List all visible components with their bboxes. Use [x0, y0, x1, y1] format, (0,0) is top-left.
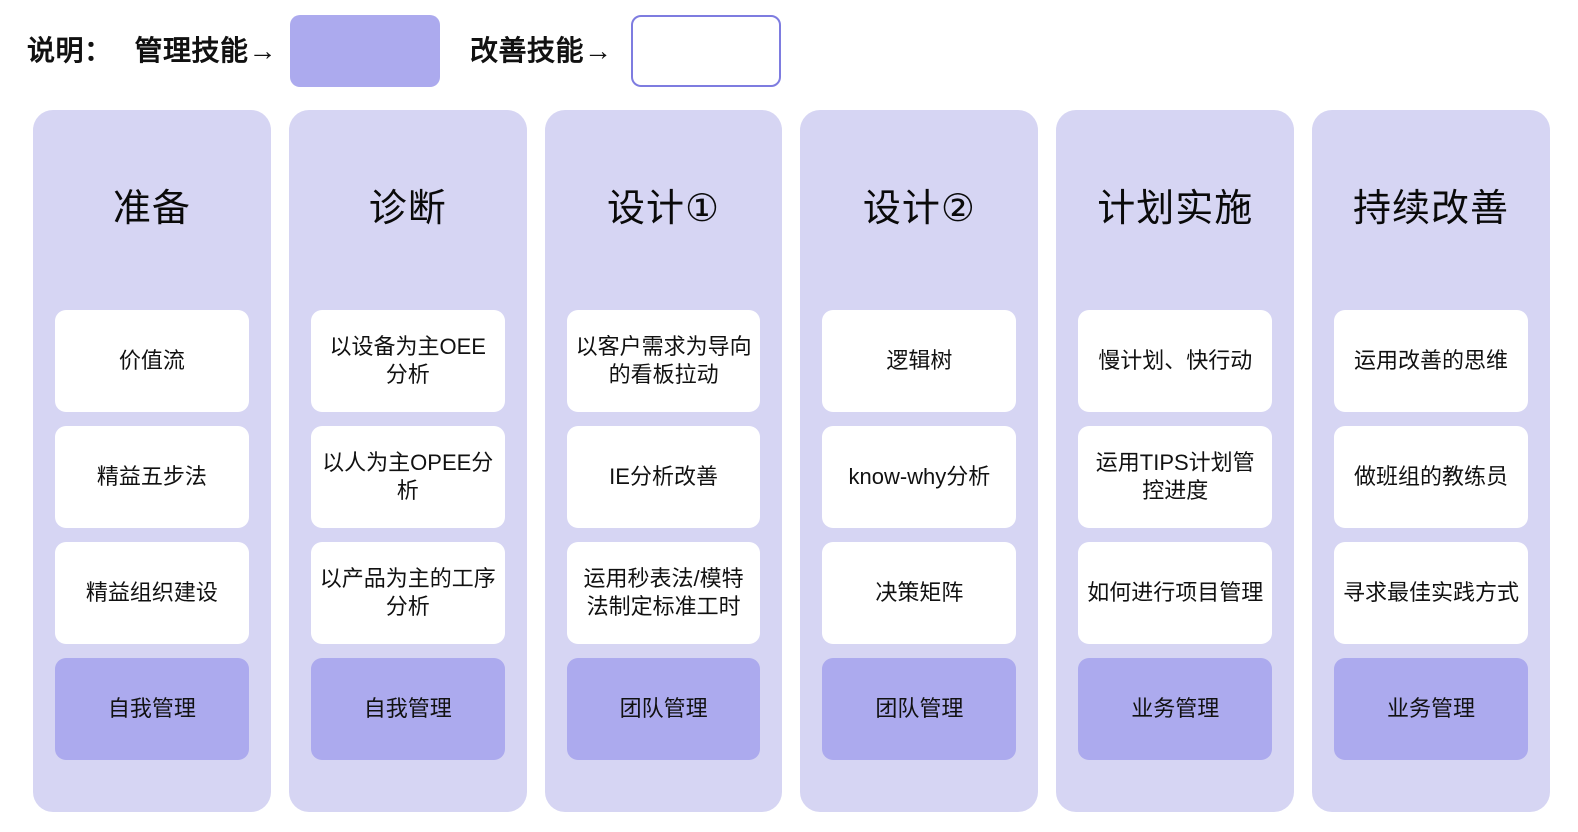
phase-column: 设计② 逻辑树 know-why分析决策矩阵团队管理	[800, 110, 1039, 812]
card-label: 决策矩阵	[875, 579, 964, 605]
improvement-skill-card[interactable]: 以人为主OPEE分析	[310, 426, 505, 528]
phase-card-list: 逻辑树 know-why分析决策矩阵团队管理	[822, 310, 1017, 760]
card-label: 以客户需求为导向的看板拉动	[575, 333, 752, 387]
phase-board: 准备价值流精益五步法精益组织建设自我管理诊断以设备为主OEE分析以人为主OPEE…	[33, 110, 1550, 812]
legend-caption: 说明：	[27, 35, 113, 66]
management-skill-card[interactable]: 自我管理	[55, 658, 249, 760]
card-label: 做班组的教练员	[1354, 463, 1509, 489]
phase-column-title: 持续改善	[1353, 188, 1510, 231]
phase-column: 持续改善运用改善的思维做班组的教练员寻求最佳实践方式业务管理	[1312, 110, 1550, 812]
management-skill-card[interactable]: 自我管理	[310, 658, 505, 760]
card-label: 如何进行项目管理	[1087, 579, 1264, 605]
legend-management-skill-swatch	[290, 15, 441, 87]
card-label: 团队管理	[875, 695, 964, 721]
improvement-skill-card[interactable]: 精益五步法	[55, 426, 249, 528]
phase-card-list: 价值流精益五步法精益组织建设自我管理	[55, 310, 249, 760]
card-label: 以产品为主的工序分析	[319, 565, 496, 619]
card-label: 精益组织建设	[85, 579, 218, 605]
phase-column-title: 设计②	[862, 188, 976, 231]
card-label: 精益五步法	[96, 463, 207, 489]
phase-card-list: 以客户需求为导向的看板拉动 IE分析改善运用秒表法/模特法制定标准工时团队管理	[566, 310, 761, 760]
improvement-skill-card[interactable]: 慢计划、快行动	[1078, 310, 1273, 412]
improvement-skill-card[interactable]: 决策矩阵	[822, 542, 1017, 644]
card-label: 以人为主OPEE分析	[322, 449, 494, 503]
improvement-skill-card[interactable]: 以设备为主OEE分析	[310, 310, 505, 412]
phase-column: 准备价值流精益五步法精益组织建设自我管理	[33, 110, 271, 812]
phase-column-title: 诊断	[368, 188, 447, 231]
phase-card-list: 运用改善的思维做班组的教练员寻求最佳实践方式业务管理	[1334, 310, 1528, 760]
card-label: 自我管理	[107, 695, 196, 721]
card-label: 逻辑树	[886, 347, 953, 373]
card-label: 运用秒表法/模特法制定标准工时	[583, 565, 744, 619]
improvement-skill-card[interactable]: 精益组织建设	[55, 542, 249, 644]
card-label: 运用TIPS计划管控进度	[1095, 449, 1255, 503]
improvement-skill-card[interactable]: 以产品为主的工序分析	[310, 542, 505, 644]
management-skill-card[interactable]: 业务管理	[1334, 658, 1528, 760]
improvement-skill-card[interactable]: 做班组的教练员	[1334, 426, 1528, 528]
legend-improvement-skill-label: 改善技能→	[470, 35, 613, 66]
card-label: 团队管理	[619, 695, 708, 721]
card-label: know-why分析	[848, 463, 991, 489]
card-label: 慢计划、快行动	[1098, 347, 1253, 373]
phase-card-list: 慢计划、快行动运用TIPS计划管控进度如何进行项目管理业务管理	[1078, 310, 1273, 760]
management-skill-card[interactable]: 业务管理	[1078, 658, 1273, 760]
improvement-skill-card[interactable]: 如何进行项目管理	[1078, 542, 1273, 644]
phase-column-title: 准备	[112, 188, 191, 231]
phase-column-title: 计划实施	[1097, 188, 1254, 231]
phase-column: 设计① 以客户需求为导向的看板拉动 IE分析改善运用秒表法/模特法制定标准工时团队管…	[544, 110, 783, 812]
phase-card-list: 以设备为主OEE分析以人为主OPEE分析以产品为主的工序分析自我管理	[310, 310, 505, 760]
card-label: 业务管理	[1387, 695, 1476, 721]
card-label: 寻求最佳实践方式	[1343, 579, 1520, 605]
card-label: 以设备为主OEE分析	[329, 333, 486, 387]
legend-bar: 说明： 管理技能→ 改善技能→	[0, 0, 1578, 102]
improvement-skill-card[interactable]: IE分析改善	[566, 426, 761, 528]
improvement-skill-card[interactable]: 运用TIPS计划管控进度	[1078, 426, 1273, 528]
management-skill-card[interactable]: 团队管理	[822, 658, 1017, 760]
card-label: 价值流	[118, 347, 185, 373]
card-label: 自我管理	[363, 695, 452, 721]
improvement-skill-card[interactable]: 运用秒表法/模特法制定标准工时	[566, 542, 761, 644]
phase-column-title: 设计①	[607, 188, 721, 231]
card-label: IE分析改善	[609, 463, 718, 489]
improvement-skill-card[interactable]: 寻求最佳实践方式	[1334, 542, 1528, 644]
improvement-skill-card[interactable]: 以客户需求为导向的看板拉动	[566, 310, 761, 412]
improvement-skill-card[interactable]: know-why分析	[822, 426, 1017, 528]
management-skill-card[interactable]: 团队管理	[566, 658, 761, 760]
improvement-skill-card[interactable]: 运用改善的思维	[1334, 310, 1528, 412]
legend-management-skill-label: 管理技能→	[134, 35, 278, 66]
improvement-skill-card[interactable]: 价值流	[55, 310, 249, 412]
legend-improvement-skill-swatch	[630, 15, 781, 87]
phase-column: 诊断以设备为主OEE分析以人为主OPEE分析以产品为主的工序分析自我管理	[288, 110, 527, 812]
card-label: 业务管理	[1131, 695, 1220, 721]
card-label: 运用改善的思维	[1354, 347, 1509, 373]
improvement-skill-card[interactable]: 逻辑树	[822, 310, 1017, 412]
phase-column: 计划实施慢计划、快行动运用TIPS计划管控进度如何进行项目管理业务管理	[1056, 110, 1295, 812]
